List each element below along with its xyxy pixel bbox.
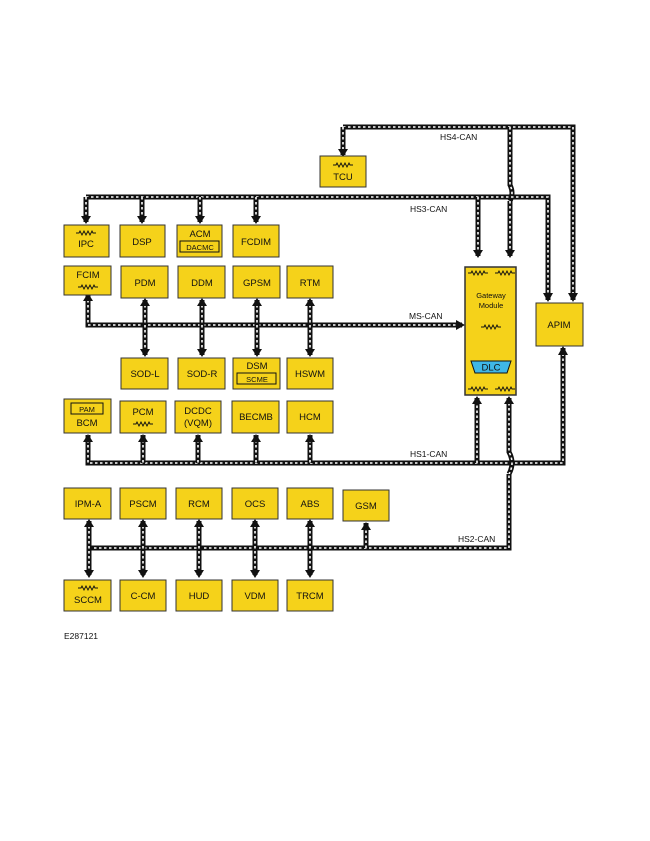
module-abs[interactable]: ABS [286,487,334,520]
module-sod-l[interactable]: SOD-L [120,357,169,390]
module-pcm[interactable]: PCM [119,400,167,434]
module-dcdc[interactable]: DCDC (VQM) [174,400,222,434]
module-gsm[interactable]: GSM [342,489,390,522]
dacmc-label: DACMC [186,243,214,252]
gateway-label-line1: Gateway [476,291,506,300]
module-acm[interactable]: ACM DACMC [176,224,223,258]
ddm-label: DDM [191,278,213,289]
ocs-label: OCS [245,499,266,510]
rcm-label: RCM [188,499,210,510]
module-ipm-a[interactable]: IPM-A [63,487,112,520]
module-dsm[interactable]: DSM SCME [232,357,281,390]
module-sccm[interactable]: SCCM [63,579,112,612]
hs3-can-label: HS3-CAN [410,204,447,214]
acm-label: ACM [189,229,210,240]
bcm-label: BCM [76,418,97,429]
becmb-label: BECMB [239,412,273,423]
module-rtm[interactable]: RTM [286,265,334,299]
sod-r-label: SOD-R [187,369,218,380]
pscm-label: PSCM [129,499,157,510]
module-ddm[interactable]: DDM [177,265,226,299]
dcdc-label: DCDC [184,406,212,417]
c-cm-label: C-CM [131,591,156,602]
module-vdm[interactable]: VDM [231,579,279,612]
vqm-label: (VQM) [184,418,212,429]
module-gateway[interactable]: Gateway Module DLC [464,266,517,396]
module-pscm[interactable]: PSCM [119,487,167,520]
rtm-label: RTM [300,278,320,289]
apim-label: APIM [547,320,570,331]
hs2-can-label: HS2-CAN [458,534,495,544]
module-c-cm[interactable]: C-CM [119,579,167,612]
sod-l-label: SOD-L [130,369,159,380]
dlc-label: DLC [481,363,500,374]
module-bcm[interactable]: PAM BCM [63,398,112,434]
dsm-label: DSM [246,361,267,372]
pam-label: PAM [79,405,95,414]
module-sod-r[interactable]: SOD-R [177,357,226,390]
module-hcm[interactable]: HCM [286,400,334,434]
module-becmb[interactable]: BECMB [231,400,280,434]
pcm-label: PCM [132,407,153,418]
dlc-connector-icon[interactable]: DLC [470,360,512,374]
module-pdm[interactable]: PDM [120,265,169,299]
fcim-label: FCIM [76,270,99,281]
hud-label: HUD [189,591,210,602]
module-hud[interactable]: HUD [175,579,223,612]
ipm-a-label: IPM-A [75,499,102,510]
module-rcm[interactable]: RCM [175,487,223,520]
module-apim[interactable]: APIM [535,302,584,347]
module-gpsm[interactable]: GPSM [232,265,281,299]
abs-label: ABS [300,499,319,510]
gpsm-label: GPSM [243,278,271,289]
scme-label: SCME [246,375,268,384]
module-ipc[interactable]: IPC [63,224,110,258]
module-tcu[interactable]: TCU [319,155,367,188]
pdm-label: PDM [134,278,155,289]
module-hswm[interactable]: HSWM [286,357,334,390]
sccm-label: SCCM [74,595,102,606]
module-ocs[interactable]: OCS [231,487,279,520]
module-trcm[interactable]: TRCM [286,579,334,612]
ipc-label: IPC [78,239,94,250]
trcm-label: TRCM [296,591,324,602]
arrowheads [81,149,578,578]
hswm-label: HSWM [295,369,325,380]
module-fcim[interactable]: FCIM [63,265,112,296]
tcu-label: TCU [333,172,353,183]
figure-id: E287121 [64,631,99,641]
module-fcdim[interactable]: FCDIM [232,224,280,258]
ms-can-label: MS-CAN [409,311,443,321]
hs4-can-label: HS4-CAN [440,132,477,142]
hcm-label: HCM [299,412,321,423]
hs1-can-label: HS1-CAN [410,449,447,459]
gsm-label: GSM [355,501,377,512]
vdm-label: VDM [244,591,265,602]
dsp-label: DSP [132,237,152,248]
hs4-bus-line [343,124,576,300]
module-dsp[interactable]: DSP [119,224,166,258]
gateway-label-line2: Module [479,301,504,310]
fcdim-label: FCDIM [241,237,271,248]
